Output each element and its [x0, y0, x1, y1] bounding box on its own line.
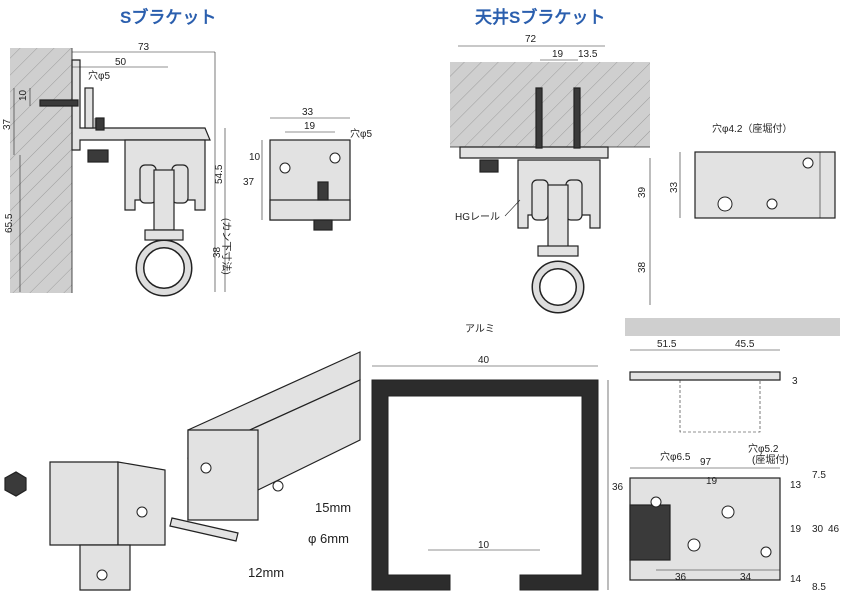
plate-plan-view: 穴φ6.5 穴φ5.2 (座堀付) 97 19 13 7.5 19 30 46 …	[629, 442, 840, 593]
rail-cross-section: アルミ 40 36 10	[371, 324, 624, 591]
dim-8-5: 8.5	[812, 582, 826, 593]
alumi-label: アルミ	[465, 324, 495, 335]
hole-label: 穴φ5	[350, 127, 372, 140]
dim-37: 37	[2, 118, 13, 130]
hole-label: 穴φ5	[88, 69, 110, 82]
hex-nut	[4, 471, 27, 497]
ceiling-s-bracket-diagram: 天井Sブラケット 72 19 13.5 HGレール 39 38	[450, 7, 651, 314]
dim-10: 10	[18, 89, 29, 101]
ceiling-plate	[459, 146, 609, 159]
s-bracket-body	[71, 59, 211, 151]
dim-33: 33	[302, 107, 314, 118]
dim-73: 73	[138, 42, 150, 53]
dim-34: 34	[740, 572, 752, 583]
dim-36: 36	[675, 572, 687, 583]
dim-13: 13	[790, 480, 802, 491]
dim-54-5: 54.5	[214, 164, 225, 184]
hole-label: 穴φ4.2（座堀付）	[712, 122, 792, 135]
dim-12mm: 12mm	[248, 565, 284, 580]
plate-view	[694, 151, 836, 219]
dim-19v: 19	[790, 524, 802, 535]
rail-3d-diagram: 15mm φ 6mm 12mm	[4, 351, 361, 591]
dim-10: 10	[478, 540, 490, 551]
screw-right	[573, 87, 581, 149]
dim-38: 38	[637, 261, 648, 273]
rail-end	[187, 429, 259, 521]
dim-19: 19	[304, 121, 316, 132]
dim-51-5: 51.5	[657, 339, 677, 350]
wood-screw	[39, 99, 79, 107]
dim-15mm: 15mm	[315, 500, 351, 515]
bolt	[169, 517, 239, 542]
s-bracket-title: Sブラケット	[120, 7, 216, 27]
hole-52-label: 穴φ5.2	[748, 442, 779, 455]
dim-33: 33	[669, 181, 680, 193]
dim-3: 3	[792, 376, 798, 387]
plate-top-view: 51.5 45.5 3	[625, 318, 840, 433]
hole-65-label: 穴φ6.5	[660, 450, 691, 463]
nut	[87, 149, 109, 163]
rail-profile	[371, 379, 599, 591]
dim-10: 10	[249, 152, 261, 163]
screw-left	[535, 87, 543, 149]
dim-39: 39	[637, 186, 648, 198]
ceiling-title: 天井Sブラケット	[475, 7, 605, 27]
kan-label: (カン下寸法)	[220, 218, 233, 275]
hg-rail-label: HGレール	[455, 212, 500, 223]
s-bracket-front-view: 33 19 穴φ5 10 37	[243, 107, 372, 231]
dim-7-5: 7.5	[812, 470, 826, 481]
dim-65-5: 65.5	[4, 213, 15, 233]
dim-45-5: 45.5	[735, 339, 755, 350]
dim-6mm: φ 6mm	[308, 531, 349, 546]
dim-72: 72	[525, 34, 537, 45]
dim-97: 97	[700, 457, 712, 468]
dim-38: 38	[212, 246, 223, 258]
zagri-label: (座堀付)	[752, 453, 789, 466]
dim-19: 19	[552, 49, 564, 60]
dim-40: 40	[478, 355, 490, 366]
dim-19: 19	[706, 476, 718, 487]
dim-46: 46	[828, 524, 840, 535]
ceiling-plate-view: 穴φ4.2（座堀付） 33	[669, 122, 836, 219]
s-bracket-diagram: Sブラケット 73 50 穴φ5 10 37 65.5	[2, 7, 233, 297]
ceiling-band	[625, 318, 840, 336]
dim-14: 14	[790, 574, 802, 585]
dim-37: 37	[243, 177, 255, 188]
dim-36: 36	[612, 482, 624, 493]
dim-50: 50	[115, 57, 127, 68]
bracket-3d	[49, 461, 119, 546]
dim-13-5: 13.5	[578, 49, 598, 60]
dim-30: 30	[812, 524, 824, 535]
